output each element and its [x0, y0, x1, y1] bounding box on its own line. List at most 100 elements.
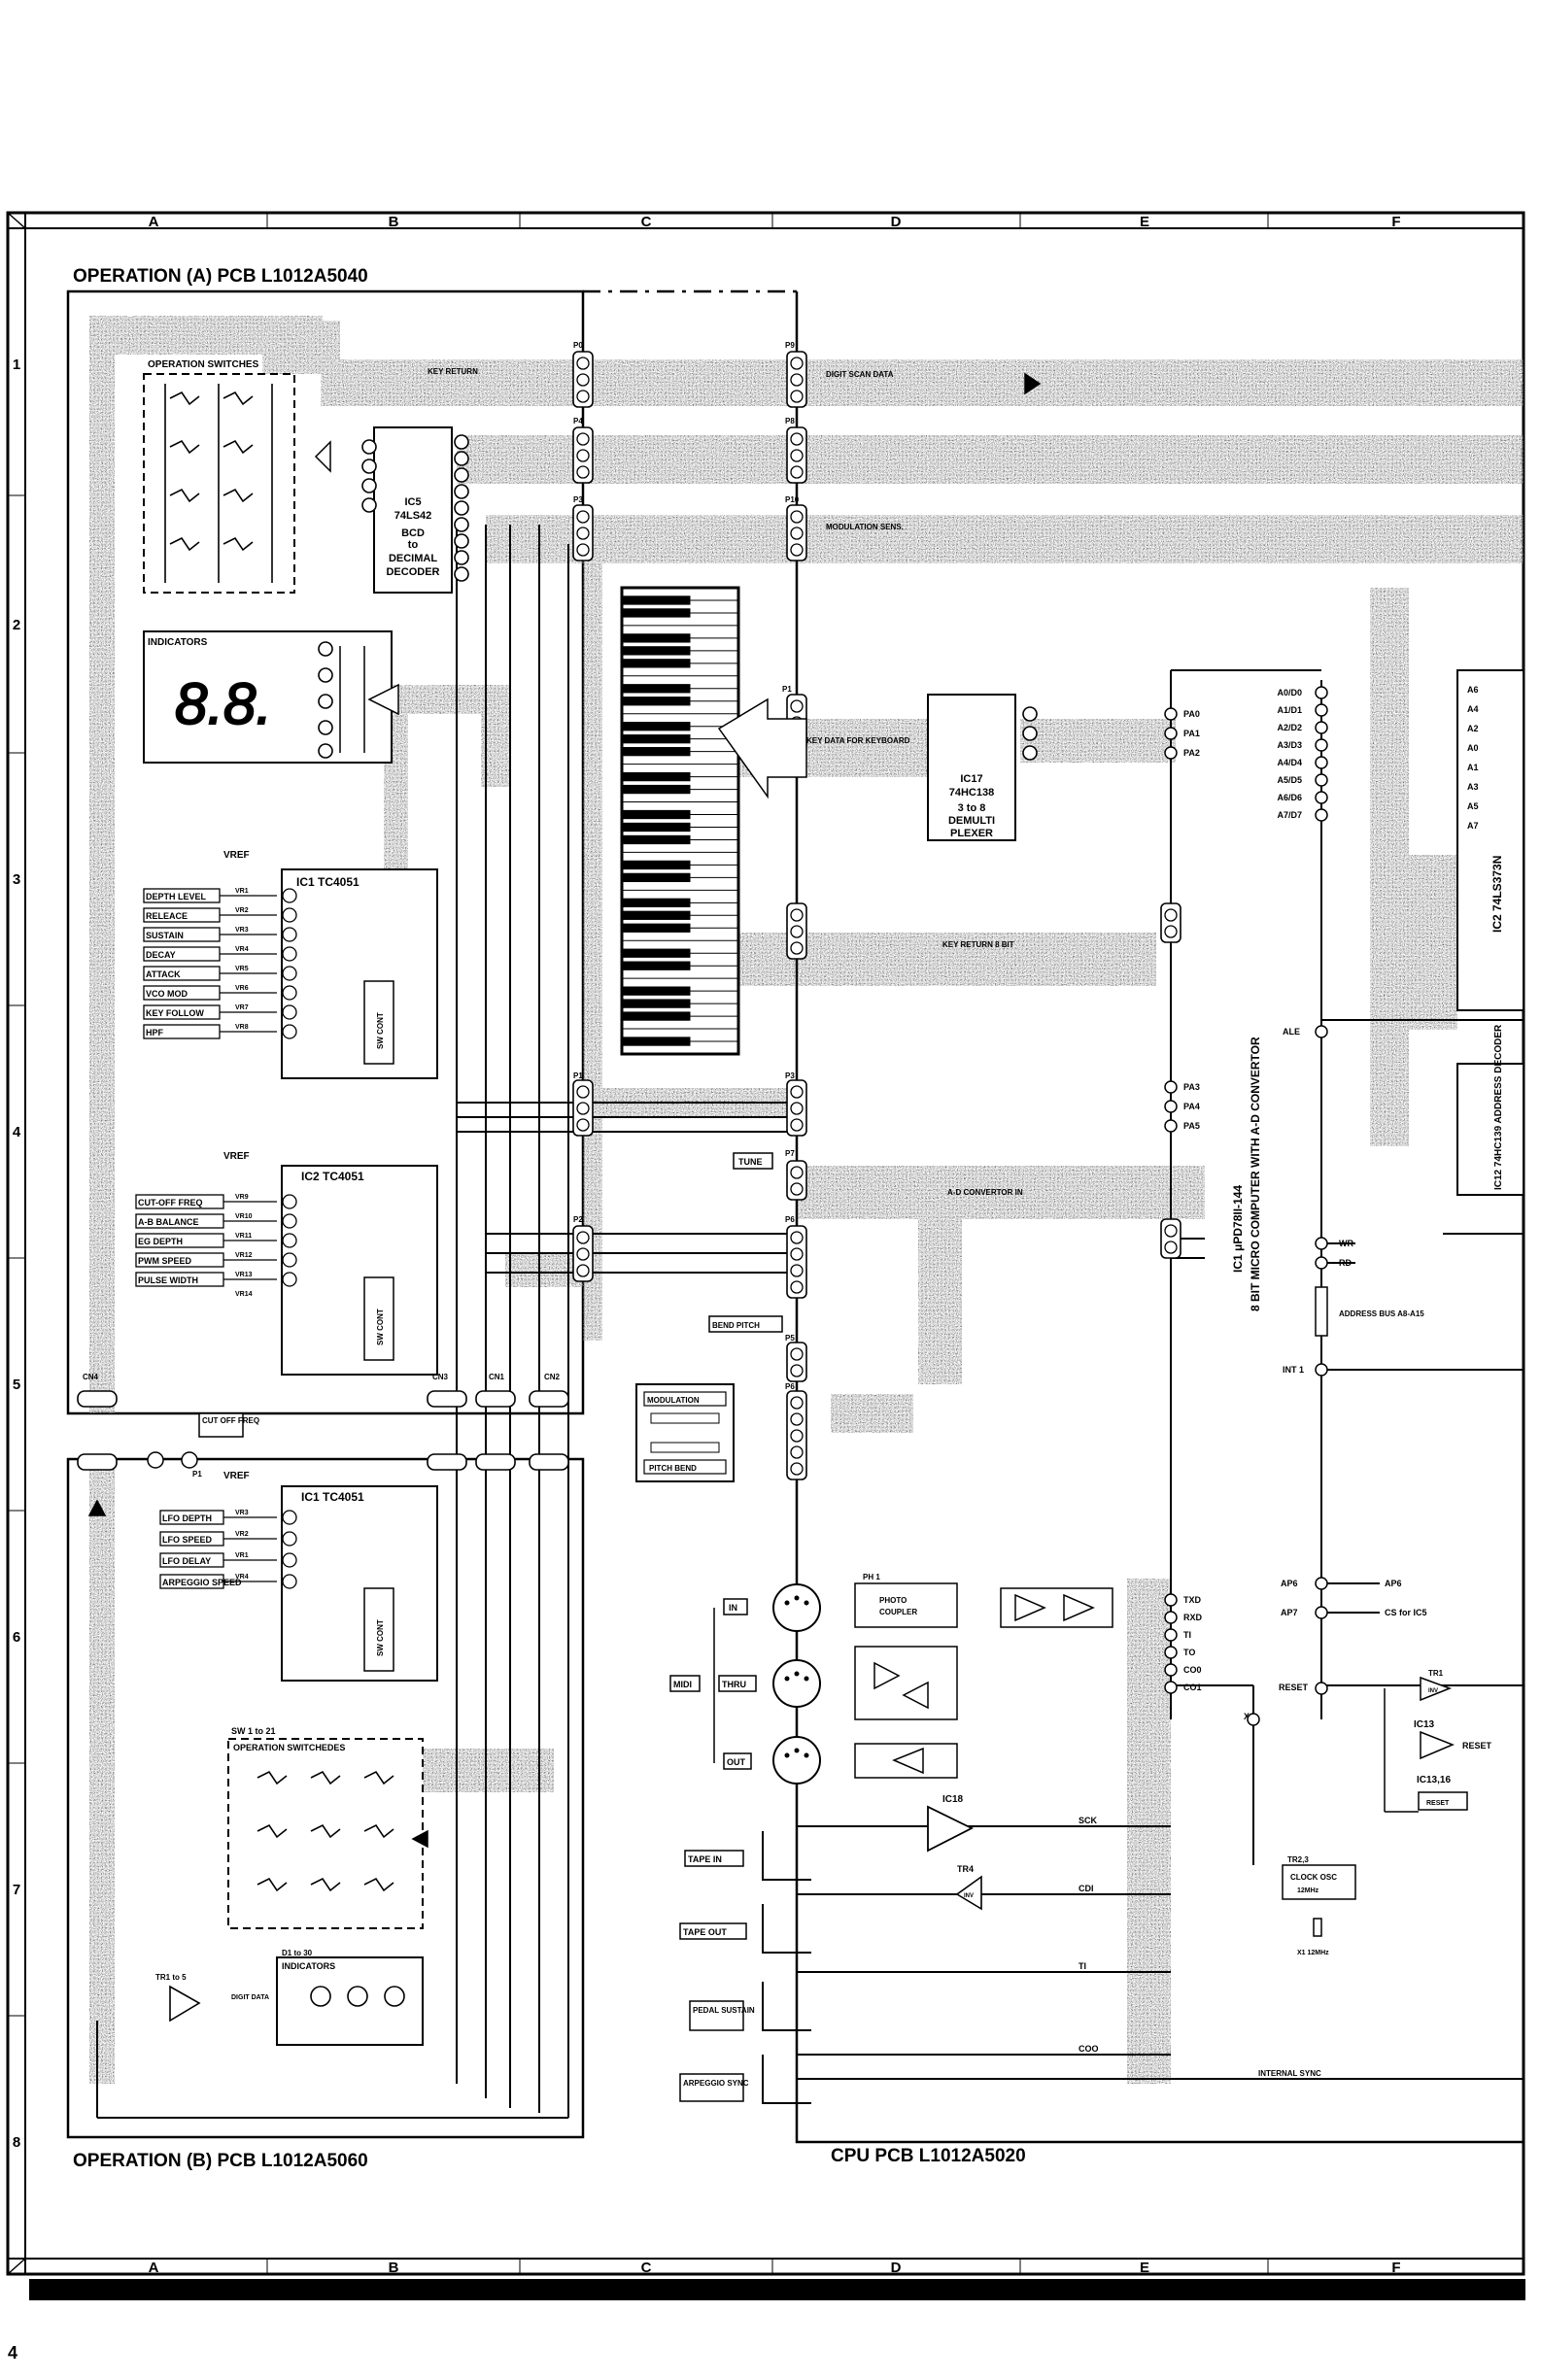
control-label: HPF [146, 1028, 164, 1037]
indicators-b: D1 to 30 INDICATORS TR1 to 5 DIGIT DATA [155, 1949, 424, 2046]
svg-text:P3: P3 [785, 1071, 795, 1080]
svg-text:CO0: CO0 [1183, 1665, 1202, 1675]
ic12-address-decoder: IC12 74HC139 ADDRESS DECODER [1456, 1024, 1524, 1196]
black-key [621, 684, 691, 694]
connector-pin [790, 699, 804, 713]
black-key [621, 948, 691, 958]
cable-connector [427, 1390, 467, 1408]
bus-annotations: DIGIT SCAN DATA MODULATION SENS. KEY DAT… [428, 367, 1023, 1197]
column-labels-top: A B C D E F [149, 214, 1401, 230]
vref-label: VREF [223, 850, 250, 861]
address-pin-markers [1315, 686, 1328, 822]
svg-text:AP6: AP6 [1281, 1579, 1298, 1588]
black-key [621, 986, 691, 996]
svg-text:A3: A3 [1467, 782, 1479, 792]
control-label: TUNE [738, 1157, 763, 1167]
col-label: F [1391, 214, 1400, 230]
ic-label: DEMULTI [948, 815, 995, 827]
connector-pin [576, 1264, 590, 1277]
connector-pin [576, 1085, 590, 1099]
svg-text:MODULATION SENS.: MODULATION SENS. [826, 523, 904, 531]
control-label: CUT-OFF FREQ [138, 1198, 203, 1207]
svg-text:PH 1: PH 1 [863, 1573, 880, 1581]
control-label: PWM SPEED [138, 1256, 192, 1266]
connector-pin [576, 449, 590, 462]
vr-label: VR2 [235, 1531, 249, 1538]
jack-label: TAPE IN [688, 1854, 722, 1864]
connector-pin [576, 373, 590, 387]
row-label: 8 [13, 2134, 20, 2151]
black-key [621, 633, 691, 643]
svg-text:INV: INV [1428, 1688, 1438, 1694]
indicators-a: INDICATORS 8.8. [143, 630, 393, 764]
connector-pin [790, 1102, 804, 1115]
svg-text:P10: P10 [785, 495, 800, 504]
black-key [621, 771, 691, 782]
connector-housing [786, 1225, 807, 1299]
jack-labels: TAPE IN TAPE OUT PEDAL SUSTAIN ARPEGGIO … [679, 1831, 811, 2104]
bottom-bar [29, 2279, 1525, 2300]
svg-text:A0/D0: A0/D0 [1277, 688, 1302, 697]
connector-pin [790, 1364, 804, 1377]
col-label: C [641, 214, 652, 230]
block-title: OPERATION SWITCHEDES [233, 1743, 345, 1752]
svg-text:INTERNAL SYNC: INTERNAL SYNC [1258, 2069, 1321, 2078]
svg-text:P0: P0 [573, 341, 583, 350]
ic-label: 3 to 8 [958, 802, 986, 814]
svg-text:RD: RD [1339, 1258, 1352, 1268]
cpu-pins-left: PA0 PA1 PA2 PA3 PA4 PA5 [1183, 709, 1200, 1131]
svg-text:AP7: AP7 [1281, 1608, 1298, 1617]
svg-text:RESET: RESET [1279, 1683, 1309, 1692]
connector-pin [790, 432, 804, 446]
svg-text:RESET: RESET [1462, 1741, 1492, 1751]
connector-pin [790, 1429, 804, 1443]
black-key [621, 646, 691, 656]
cable-connector [475, 1390, 516, 1408]
control-label: VCO MOD [146, 989, 188, 999]
svg-text:WR: WR [1339, 1239, 1353, 1248]
block-title: TR1 to 5 [155, 1973, 187, 1982]
svg-text:CN1: CN1 [489, 1373, 505, 1381]
cable-connector [529, 1390, 569, 1408]
connector-pin [790, 510, 804, 524]
ic-label: IC5 [404, 496, 421, 508]
pin-marker [282, 1510, 297, 1525]
control-label: A-B BALANCE [138, 1217, 199, 1227]
wiring [96, 330, 1524, 2142]
connector-pin [790, 1280, 804, 1294]
ic-label: DECODER [386, 566, 439, 578]
svg-text:P1: P1 [573, 1071, 583, 1080]
svg-text:A5: A5 [1467, 801, 1479, 811]
svg-text:A7: A7 [1467, 821, 1479, 831]
black-key [621, 734, 691, 744]
svg-text:P6: P6 [785, 1215, 795, 1224]
connector-pin [576, 1231, 590, 1244]
svg-text:TI: TI [1079, 1961, 1086, 1971]
black-key [621, 659, 691, 668]
connector-pin [1164, 1241, 1178, 1254]
control-label: RELEACE [146, 911, 188, 921]
col-label: F [1391, 2260, 1400, 2276]
svg-text:A-D CONVERTOR IN: A-D CONVERTOR IN [947, 1188, 1023, 1197]
knob-label: CUT OFF FREQ [202, 1416, 259, 1425]
connector-pin [790, 465, 804, 479]
pin-marker [282, 966, 297, 981]
connector-pin [576, 390, 590, 403]
control-label: MODULATION [647, 1396, 700, 1405]
svg-text:IC1 μPD78II-144: IC1 μPD78II-144 [1231, 1185, 1245, 1273]
connector-pin [576, 465, 590, 479]
vr-label: VR1 [235, 1552, 249, 1559]
row-label: 1 [13, 357, 20, 373]
control-label: PITCH BEND [649, 1464, 697, 1473]
control-label: LFO DELAY [162, 1556, 211, 1566]
control-label: LFO DEPTH [162, 1513, 212, 1523]
clock-osc: TR2,3 CLOCK OSC 12MHz X1 12MHz [1282, 1855, 1356, 1956]
pin-marker [282, 1272, 297, 1287]
pin-marker [282, 946, 297, 962]
svg-text:ADDRESS BUS A8-A15: ADDRESS BUS A8-A15 [1339, 1309, 1424, 1318]
connector-pin [790, 357, 804, 370]
black-key [621, 595, 691, 605]
ic-label: BCD [401, 527, 425, 539]
ic17-demux: IC17 74HC138 3 to 8 DEMULTI PLEXER [927, 694, 1038, 841]
connector-pin [1164, 925, 1178, 938]
